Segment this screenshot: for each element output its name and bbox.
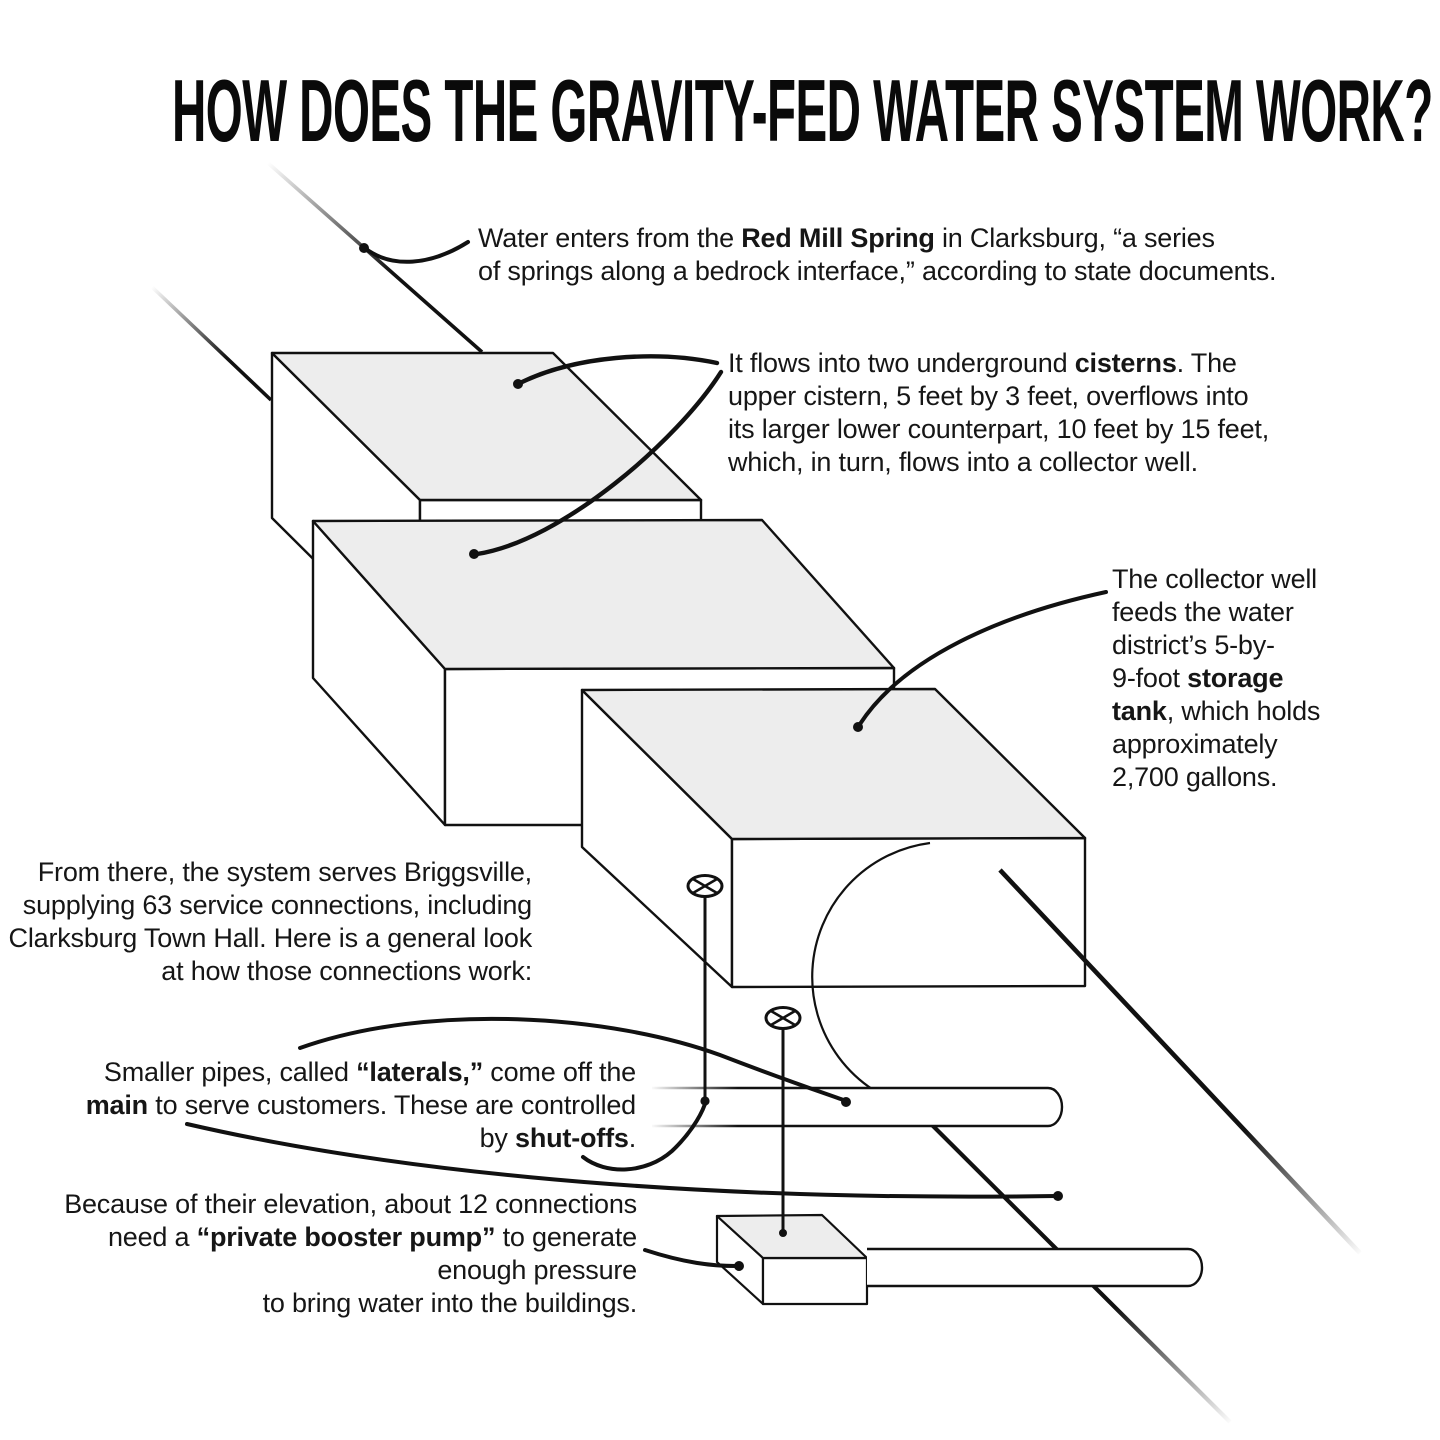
shut-off-valve-1 [686, 874, 724, 1106]
leader-storage-tank [858, 590, 1108, 726]
leader-storage-tank-dot [853, 722, 863, 732]
leader-cistern-lower [474, 369, 724, 557]
inlet-pipe-line-2 [150, 285, 273, 402]
leader-booster-pump-dot [734, 1261, 744, 1271]
lateral-pipe-1 [652, 1086, 1064, 1128]
leader-cistern-lower-dot [469, 549, 479, 559]
annotation-cisterns: It flows into two underground cisterns. … [728, 348, 1269, 477]
lateral-pipe-2 [867, 1247, 1204, 1288]
page-title: HOW DOES THE GRAVITY-FED WATER SYSTEM WO… [172, 61, 1433, 160]
leader-shut-offs [581, 1102, 707, 1172]
leader-laterals-dot [841, 1097, 851, 1107]
booster-pump-box [715, 1213, 869, 1306]
annotation-laterals: Smaller pipes, called “laterals,” come o… [85, 1057, 636, 1153]
leader-main [185, 1122, 1058, 1199]
annotation-spring: Water enters from the Red Mill Spring in… [478, 223, 1277, 286]
leader-laterals [298, 1016, 848, 1103]
annotation-service-connections: From there, the system serves Briggsvill… [8, 857, 533, 986]
leader-lines [185, 240, 1108, 1271]
shut-off-valve-2 [764, 1006, 802, 1237]
main-pipe-upper-edge [998, 868, 1362, 1255]
leader-main-dot [1053, 1191, 1063, 1201]
leader-cistern-upper [517, 354, 720, 386]
inlet-pipe-line-1 [266, 161, 484, 354]
valve-1-stem-dot [700, 1096, 710, 1106]
leader-spring [364, 240, 470, 264]
leader-spring-dot [359, 243, 369, 253]
valve-2-stem-dot [779, 1229, 787, 1237]
storage-tank-box [580, 687, 1087, 989]
spring-inlet-pipes [150, 161, 484, 402]
leader-booster-pump [643, 1248, 738, 1268]
annotation-booster-pump: Because of their elevation, about 12 con… [64, 1189, 637, 1318]
main-pipe-mouth-arc [811, 841, 931, 1110]
leader-cistern-upper-dot [513, 379, 523, 389]
